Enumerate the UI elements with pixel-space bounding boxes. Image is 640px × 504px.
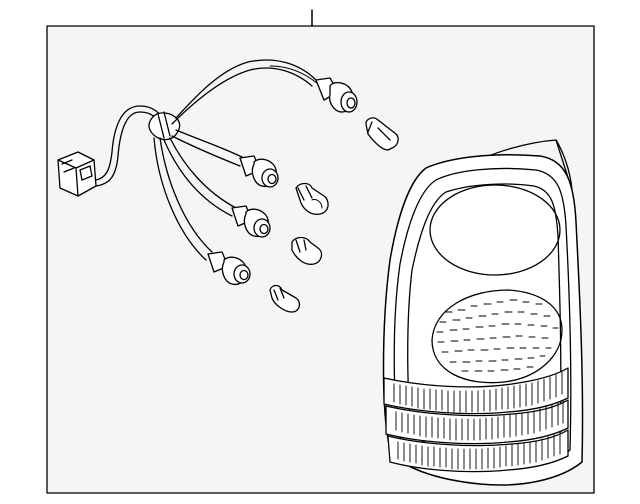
upper-lens-window [429, 184, 561, 276]
bulb-4 [269, 284, 301, 313]
bulb-socket-1 [315, 77, 358, 113]
harness-connector [57, 151, 97, 197]
wiring-harness [95, 59, 319, 261]
bulb-3 [291, 236, 323, 265]
bulb-socket-2 [239, 155, 279, 188]
lens-texture-marks [436, 299, 559, 372]
bulb-socket-4 [207, 251, 251, 286]
bulb-2 [295, 182, 329, 215]
bulb-socket-3 [231, 205, 271, 238]
lower-lens-ribs [383, 367, 569, 473]
harness-grommet [148, 112, 181, 141]
tail-lamp-assembly [382, 139, 584, 486]
bulb-1 [365, 117, 399, 151]
lower-textured-lens [431, 289, 563, 384]
